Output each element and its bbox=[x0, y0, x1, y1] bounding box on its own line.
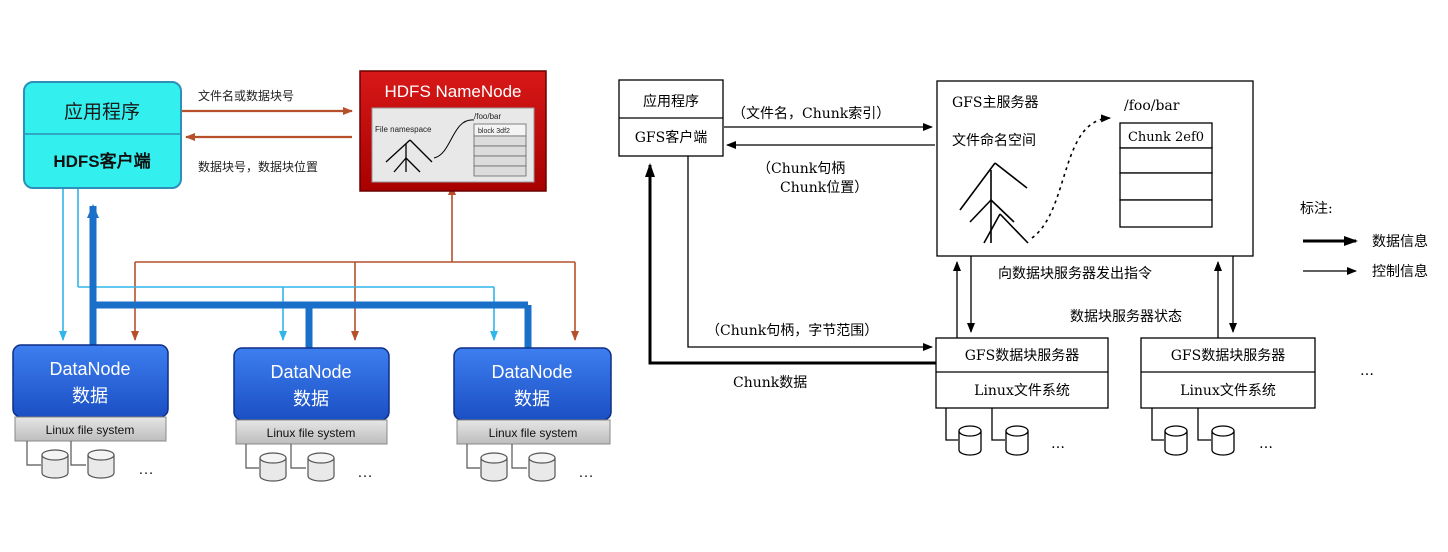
gfs-range-arrow bbox=[687, 156, 933, 351]
gfs-master-box: GFS主服务器 文件命名空间 /foo/bar Chunk 2ef0 bbox=[936, 80, 1254, 257]
datanode-2-title: DataNode bbox=[270, 362, 351, 382]
datanode-3-disk-2-icon bbox=[528, 452, 556, 482]
datanode-3-sub: 数据 bbox=[514, 389, 550, 409]
hdfs-request-label: 文件名或数据块号 bbox=[198, 88, 294, 103]
file-namespace-label: File namespace bbox=[375, 125, 432, 134]
gfs-master-title: GFS主服务器 bbox=[952, 95, 1039, 111]
gfs-namespace-link bbox=[1031, 114, 1111, 239]
namenode-title: HDFS NameNode bbox=[385, 82, 522, 101]
gfs-app-label: 应用程序 bbox=[643, 93, 699, 110]
datanode-3-more: … bbox=[578, 464, 594, 481]
gfs-client-label: GFS客户端 bbox=[635, 129, 708, 146]
datanode-2-sub: 数据 bbox=[293, 389, 329, 409]
gfs-chunk-label: Chunk 2ef0 bbox=[1128, 130, 1204, 145]
legend-title: 标注: bbox=[1300, 201, 1333, 217]
gfs-chunkserver-1-title: GFS数据块服务器 bbox=[965, 348, 1080, 364]
hdfs-namenode-box: HDFS NameNode File namespace /foo/bar bl… bbox=[359, 70, 547, 192]
gfs-instruction-label: 向数据块服务器发出指令 bbox=[998, 266, 1152, 282]
gfs-reply-label-1: （Chunk句柄 bbox=[757, 161, 845, 177]
gfs-reply-label-2: Chunk位置） bbox=[780, 180, 868, 196]
hdfs-client-to-datanode-lines bbox=[59, 188, 498, 341]
gfs-legend: 标注: 数据信息 控制信息 bbox=[1300, 201, 1428, 280]
gfs-data-label: Chunk数据 bbox=[733, 375, 807, 391]
gfs-chunkserver-2-disk-1-icon bbox=[1164, 425, 1188, 456]
gfs-diagram: 应用程序 GFS客户端 GFS主服务器 文件命名空间 /foo/bar Chun… bbox=[618, 79, 1428, 456]
gfs-chunkserver-1-fs: Linux文件系统 bbox=[974, 383, 1070, 399]
hdfs-control-lines bbox=[131, 185, 579, 341]
datanode-3-disk-1-icon bbox=[480, 452, 508, 482]
gfs-namespace-tree-icon bbox=[959, 162, 1029, 244]
datanode-1-title: DataNode bbox=[49, 359, 130, 379]
datanode-2-fs: Linux file system bbox=[267, 426, 356, 440]
datanode-1-disk-1-icon bbox=[41, 449, 69, 479]
hdfs-datanode-2: DataNode 数据 Linux file system … bbox=[233, 347, 390, 482]
gfs-path-label: /foo/bar bbox=[1124, 98, 1180, 114]
datanode-1-fs: Linux file system bbox=[46, 423, 135, 437]
hdfs-datanode-1: DataNode 数据 Linux file system … bbox=[12, 344, 169, 479]
namespace-tree-icon bbox=[385, 139, 433, 173]
hdfs-datanode-3: DataNode 数据 Linux file system … bbox=[453, 347, 612, 482]
hdfs-block-label: block 3df2 bbox=[478, 128, 510, 135]
gfs-chunkserver-2-more: … bbox=[1259, 436, 1273, 452]
gfs-chunkserver-2-title: GFS数据块服务器 bbox=[1171, 348, 1286, 364]
datanode-1-more: … bbox=[138, 461, 154, 478]
datanode-2-disk-2-icon bbox=[307, 452, 335, 482]
gfs-chunkserver-1: GFS数据块服务器 Linux文件系统 … bbox=[935, 337, 1109, 456]
gfs-request-label: （文件名，Chunk索引） bbox=[732, 105, 890, 122]
legend-data-label: 数据信息 bbox=[1372, 233, 1428, 250]
gfs-chunkserver-2-fs: Linux文件系统 bbox=[1180, 383, 1276, 399]
gfs-chunk-table: Chunk 2ef0 bbox=[1119, 122, 1213, 228]
namespace-link-curve bbox=[433, 119, 475, 159]
hdfs-data-lines bbox=[87, 204, 532, 348]
datanode-3-title: DataNode bbox=[491, 362, 572, 382]
hdfs-client-label: HDFS客户端 bbox=[53, 151, 150, 171]
hdfs-block-table: block 3df2 bbox=[473, 123, 527, 177]
gfs-namespace-label: 文件命名空间 bbox=[952, 132, 1036, 149]
datanode-1-sub: 数据 bbox=[72, 386, 108, 406]
hdfs-path-label: /foo/bar bbox=[474, 112, 501, 121]
gfs-chunkserver-2: GFS数据块服务器 Linux文件系统 … bbox=[1140, 337, 1316, 456]
gfs-data-arrow bbox=[645, 163, 936, 365]
hdfs-client-box: 应用程序 HDFS客户端 bbox=[23, 81, 182, 189]
gfs-state-label: 数据块服务器状态 bbox=[1070, 309, 1182, 325]
legend-control-label: 控制信息 bbox=[1372, 263, 1428, 280]
gfs-chunkserver-1-disk-2-icon bbox=[1005, 425, 1029, 456]
datanode-2-more: … bbox=[357, 464, 373, 481]
gfs-chunkserver-1-disk-1-icon bbox=[958, 425, 982, 456]
gfs-chunkserver-2-disk-2-icon bbox=[1211, 425, 1235, 456]
datanode-3-fs: Linux file system bbox=[489, 426, 578, 440]
gfs-client-box: 应用程序 GFS客户端 bbox=[618, 79, 724, 157]
datanode-2-disk-1-icon bbox=[259, 452, 287, 482]
datanode-1-disk-2-icon bbox=[87, 449, 115, 479]
gfs-more-servers: … bbox=[1360, 363, 1374, 379]
hdfs-app-label: 应用程序 bbox=[64, 101, 140, 123]
gfs-chunkserver-1-more: … bbox=[1051, 436, 1065, 452]
hdfs-diagram: 应用程序 HDFS客户端 文件名或数据块号 数据块号，数据块位置 HDFS Na… bbox=[12, 70, 612, 482]
hdfs-reply-label: 数据块号，数据块位置 bbox=[198, 159, 318, 174]
gfs-range-label: （Chunk句柄，字节范围） bbox=[706, 322, 878, 339]
